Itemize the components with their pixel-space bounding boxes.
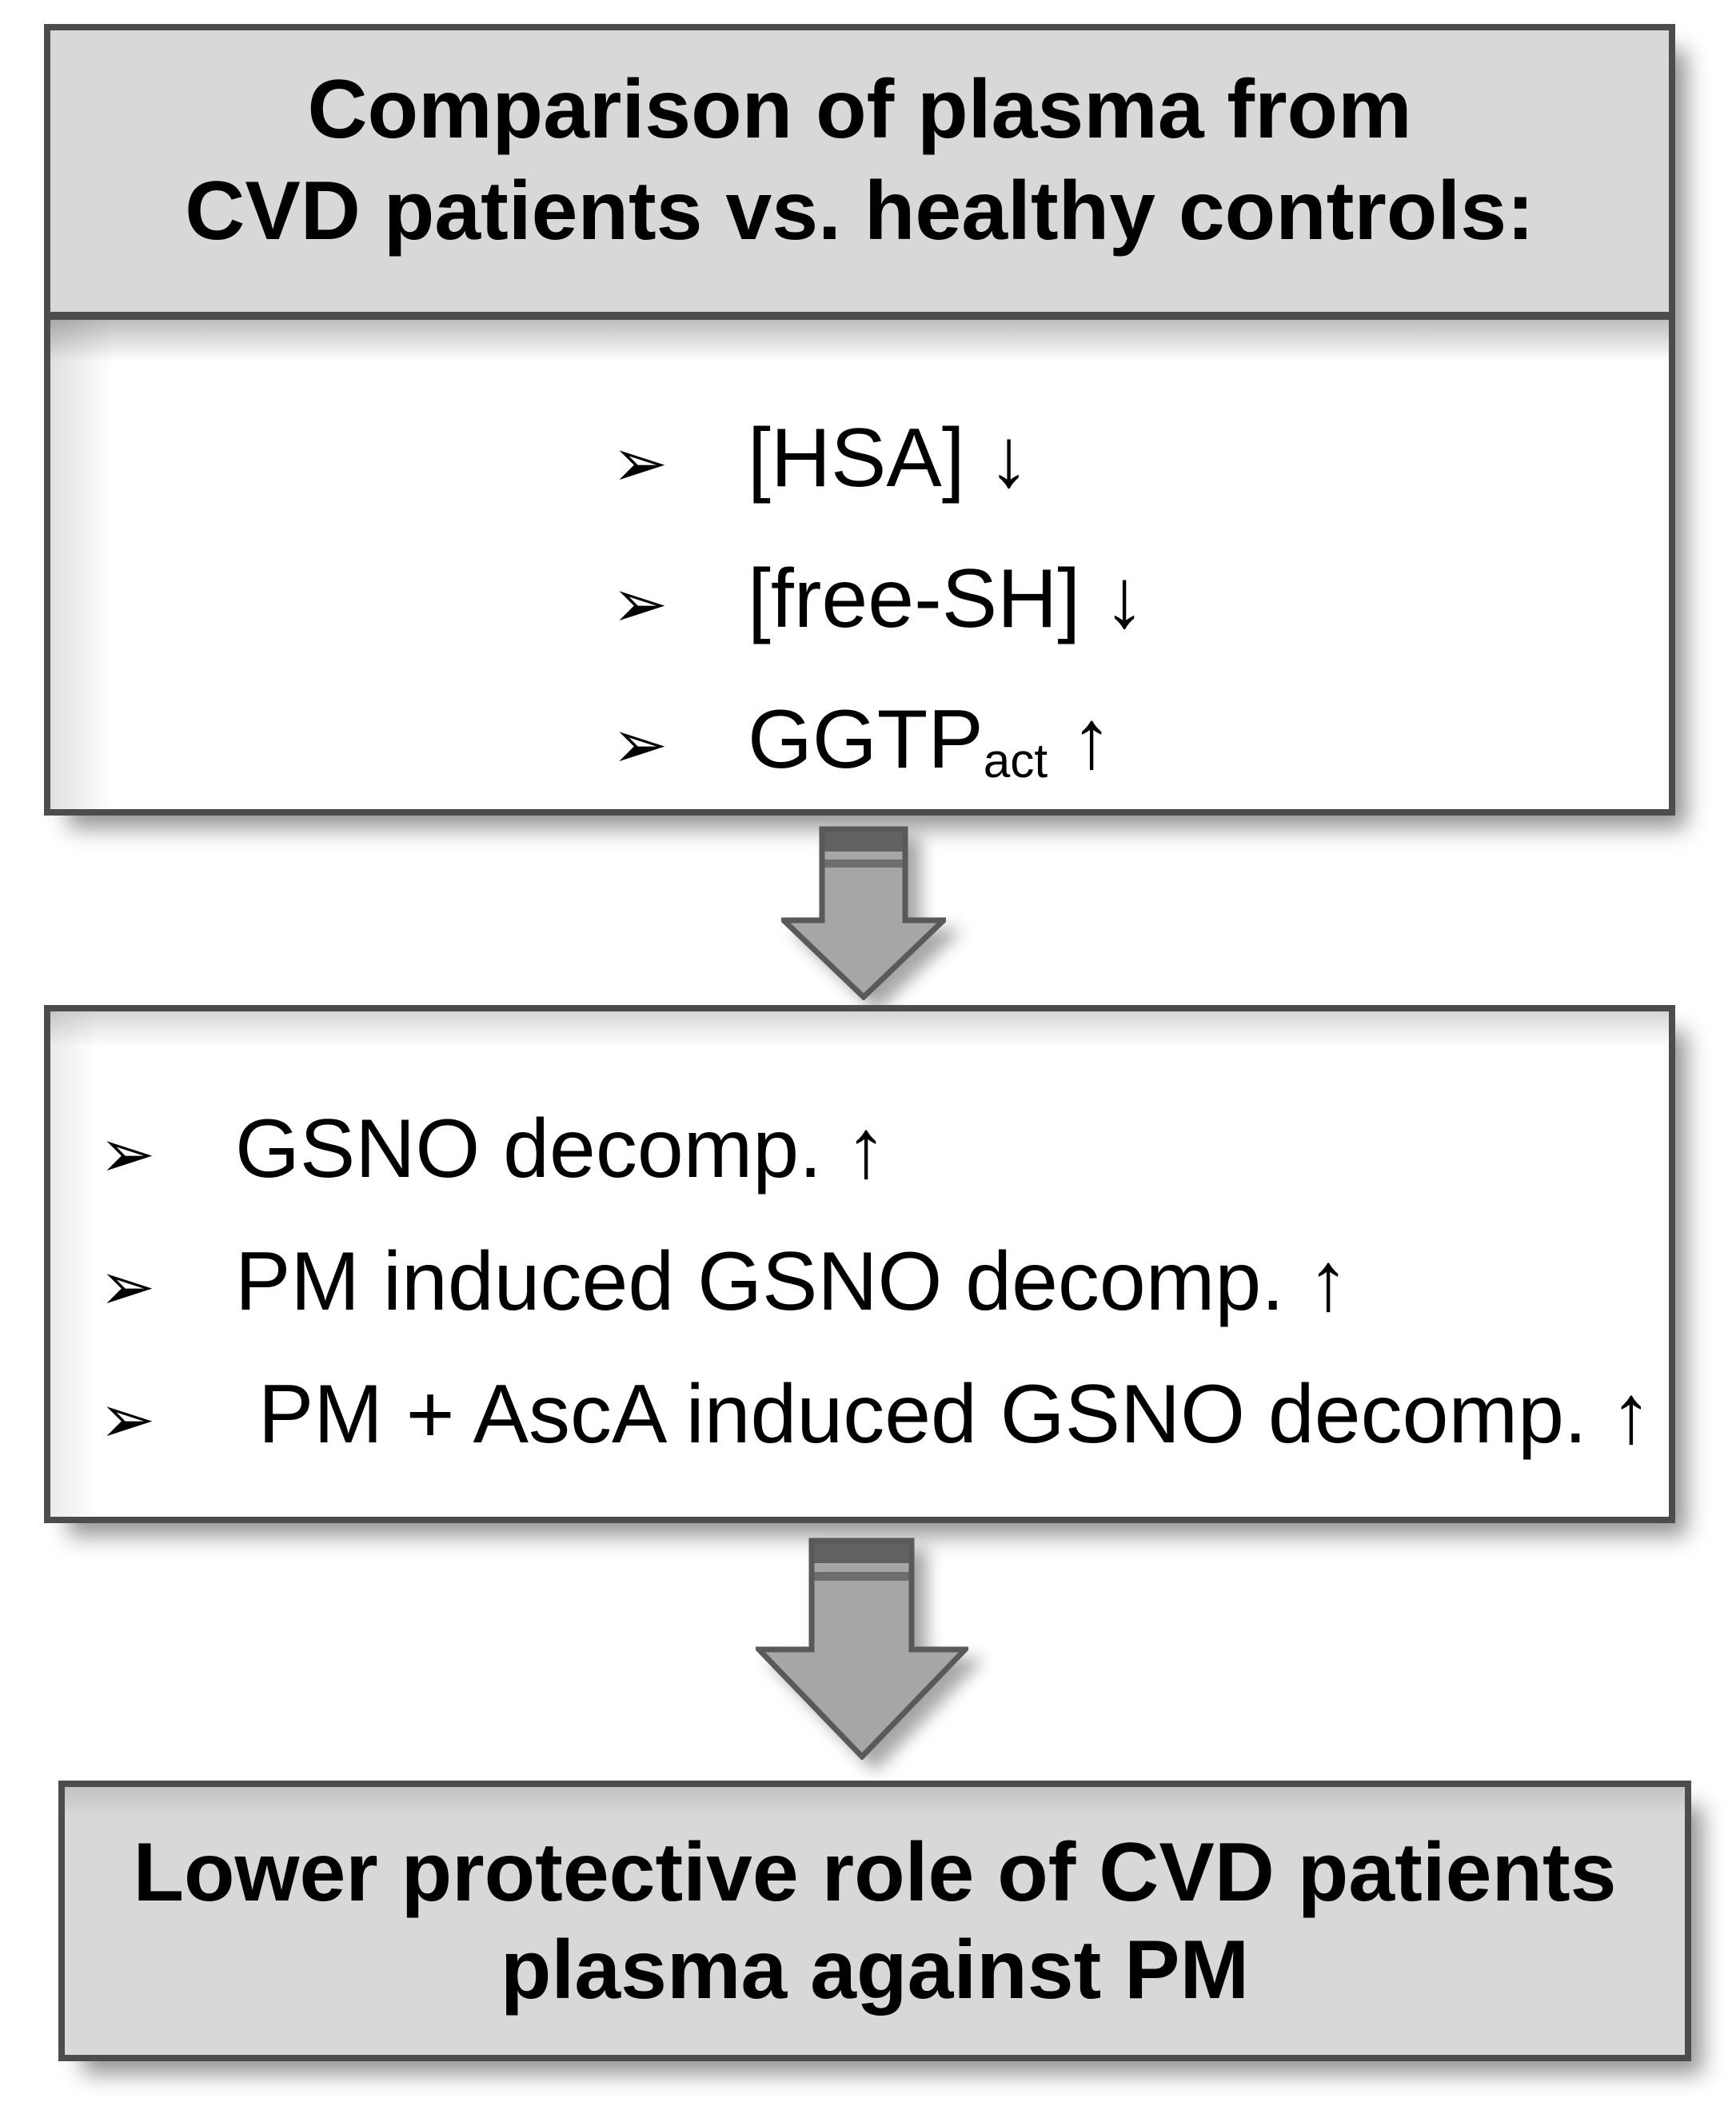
conclusion-title-line-1: Lower protective role of CVD patients [133, 1825, 1617, 1919]
bullet-text: [free-SH] ↓ [748, 552, 1145, 645]
arrowhead-bullet-icon: ➢ [612, 424, 668, 502]
arrowhead-bullet-icon: ➢ [612, 564, 668, 643]
comparison-box-body: ➢ [HSA] ↓ ➢ [free-SH] ↓ ➢ GGTPact ↑ [50, 320, 1669, 809]
down-arrow-icon [781, 826, 946, 1000]
arrowhead-bullet-icon: ➢ [99, 1247, 156, 1326]
conclusion-box: Lower protective role of CVD patients pl… [58, 1781, 1691, 2061]
arrowhead-bullet-icon: ➢ [612, 705, 668, 784]
bullet-text: PM + AscA induced GSNO decomp. ↑ [235, 1368, 1652, 1461]
list-item: ➢ PM + AscA induced GSNO decomp. ↑ [99, 1350, 1669, 1483]
list-item: ➢ [free-SH] ↓ [612, 531, 1669, 672]
conclusion-title-line-2: plasma against PM [500, 1923, 1250, 2016]
arrowhead-bullet-icon: ➢ [99, 1115, 156, 1193]
comparison-box-header: Comparison of plasma from CVD patients v… [50, 30, 1669, 320]
arrowhead-bullet-icon: ➢ [99, 1380, 156, 1458]
comparison-title-line-1: Comparison of plasma from [307, 63, 1412, 156]
bullet-text: GSNO decomp. ↑ [235, 1103, 887, 1195]
bullet-text: [HSA] ↓ [748, 412, 1030, 505]
comparison-title-line-2: CVD patients vs. healthy controls: [185, 165, 1534, 257]
down-arrow-icon [756, 1538, 968, 1760]
bullet-text: GGTPact ↑ [748, 693, 1113, 788]
bullet-text: PM induced GSNO decomp. ↑ [235, 1235, 1350, 1328]
list-item: ➢ GGTPact ↑ [612, 672, 1669, 812]
list-item: ➢ GSNO decomp. ↑ [99, 1085, 1669, 1218]
list-item: ➢ [HSA] ↓ [612, 390, 1669, 531]
list-item: ➢ PM induced GSNO decomp. ↑ [99, 1218, 1669, 1350]
findings-box: ➢ GSNO decomp. ↑ ➢ PM induced GSNO decomp. … [44, 1005, 1675, 1523]
comparison-box: Comparison of plasma from CVD patients v… [44, 24, 1675, 816]
